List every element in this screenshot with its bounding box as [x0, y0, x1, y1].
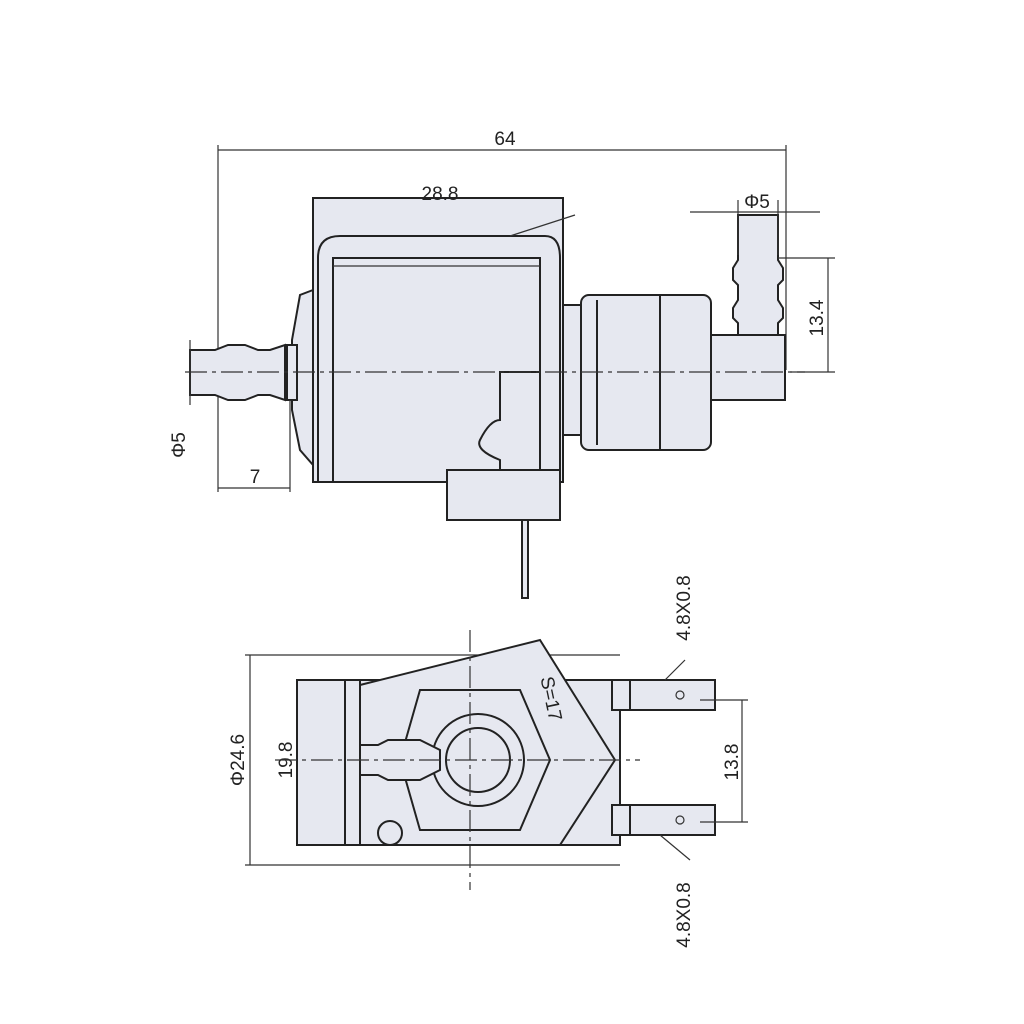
side-view: 64 28.8 Φ5 7 Φ5 13.4: [169, 129, 835, 599]
dim-13-8: 13.8: [722, 744, 743, 781]
dim-24-6: Φ24.6: [228, 734, 249, 786]
outlet-elbow: [710, 334, 786, 401]
dim-28-8: 28.8: [422, 184, 459, 205]
bracket: [446, 469, 561, 521]
terminal-top: [611, 679, 716, 711]
dim-terminal-top: 4.8X0.8: [674, 575, 695, 641]
dim-inlet-dia: Φ5: [169, 432, 190, 458]
terminal-pin: [521, 519, 529, 599]
end-view: Φ24.6 19.8 S=17 13.8 4.8X0.8 4.8X0.8: [228, 575, 748, 948]
dim-7: 7: [250, 467, 261, 488]
dim-outlet-dia: Φ5: [744, 192, 770, 213]
dim-64: 64: [494, 129, 516, 150]
dim-terminal-bottom: 4.8X0.8: [674, 882, 695, 948]
terminal-bottom: [611, 804, 716, 836]
dim-13-4: 13.4: [807, 299, 828, 336]
outlet-nipple: [732, 214, 784, 336]
